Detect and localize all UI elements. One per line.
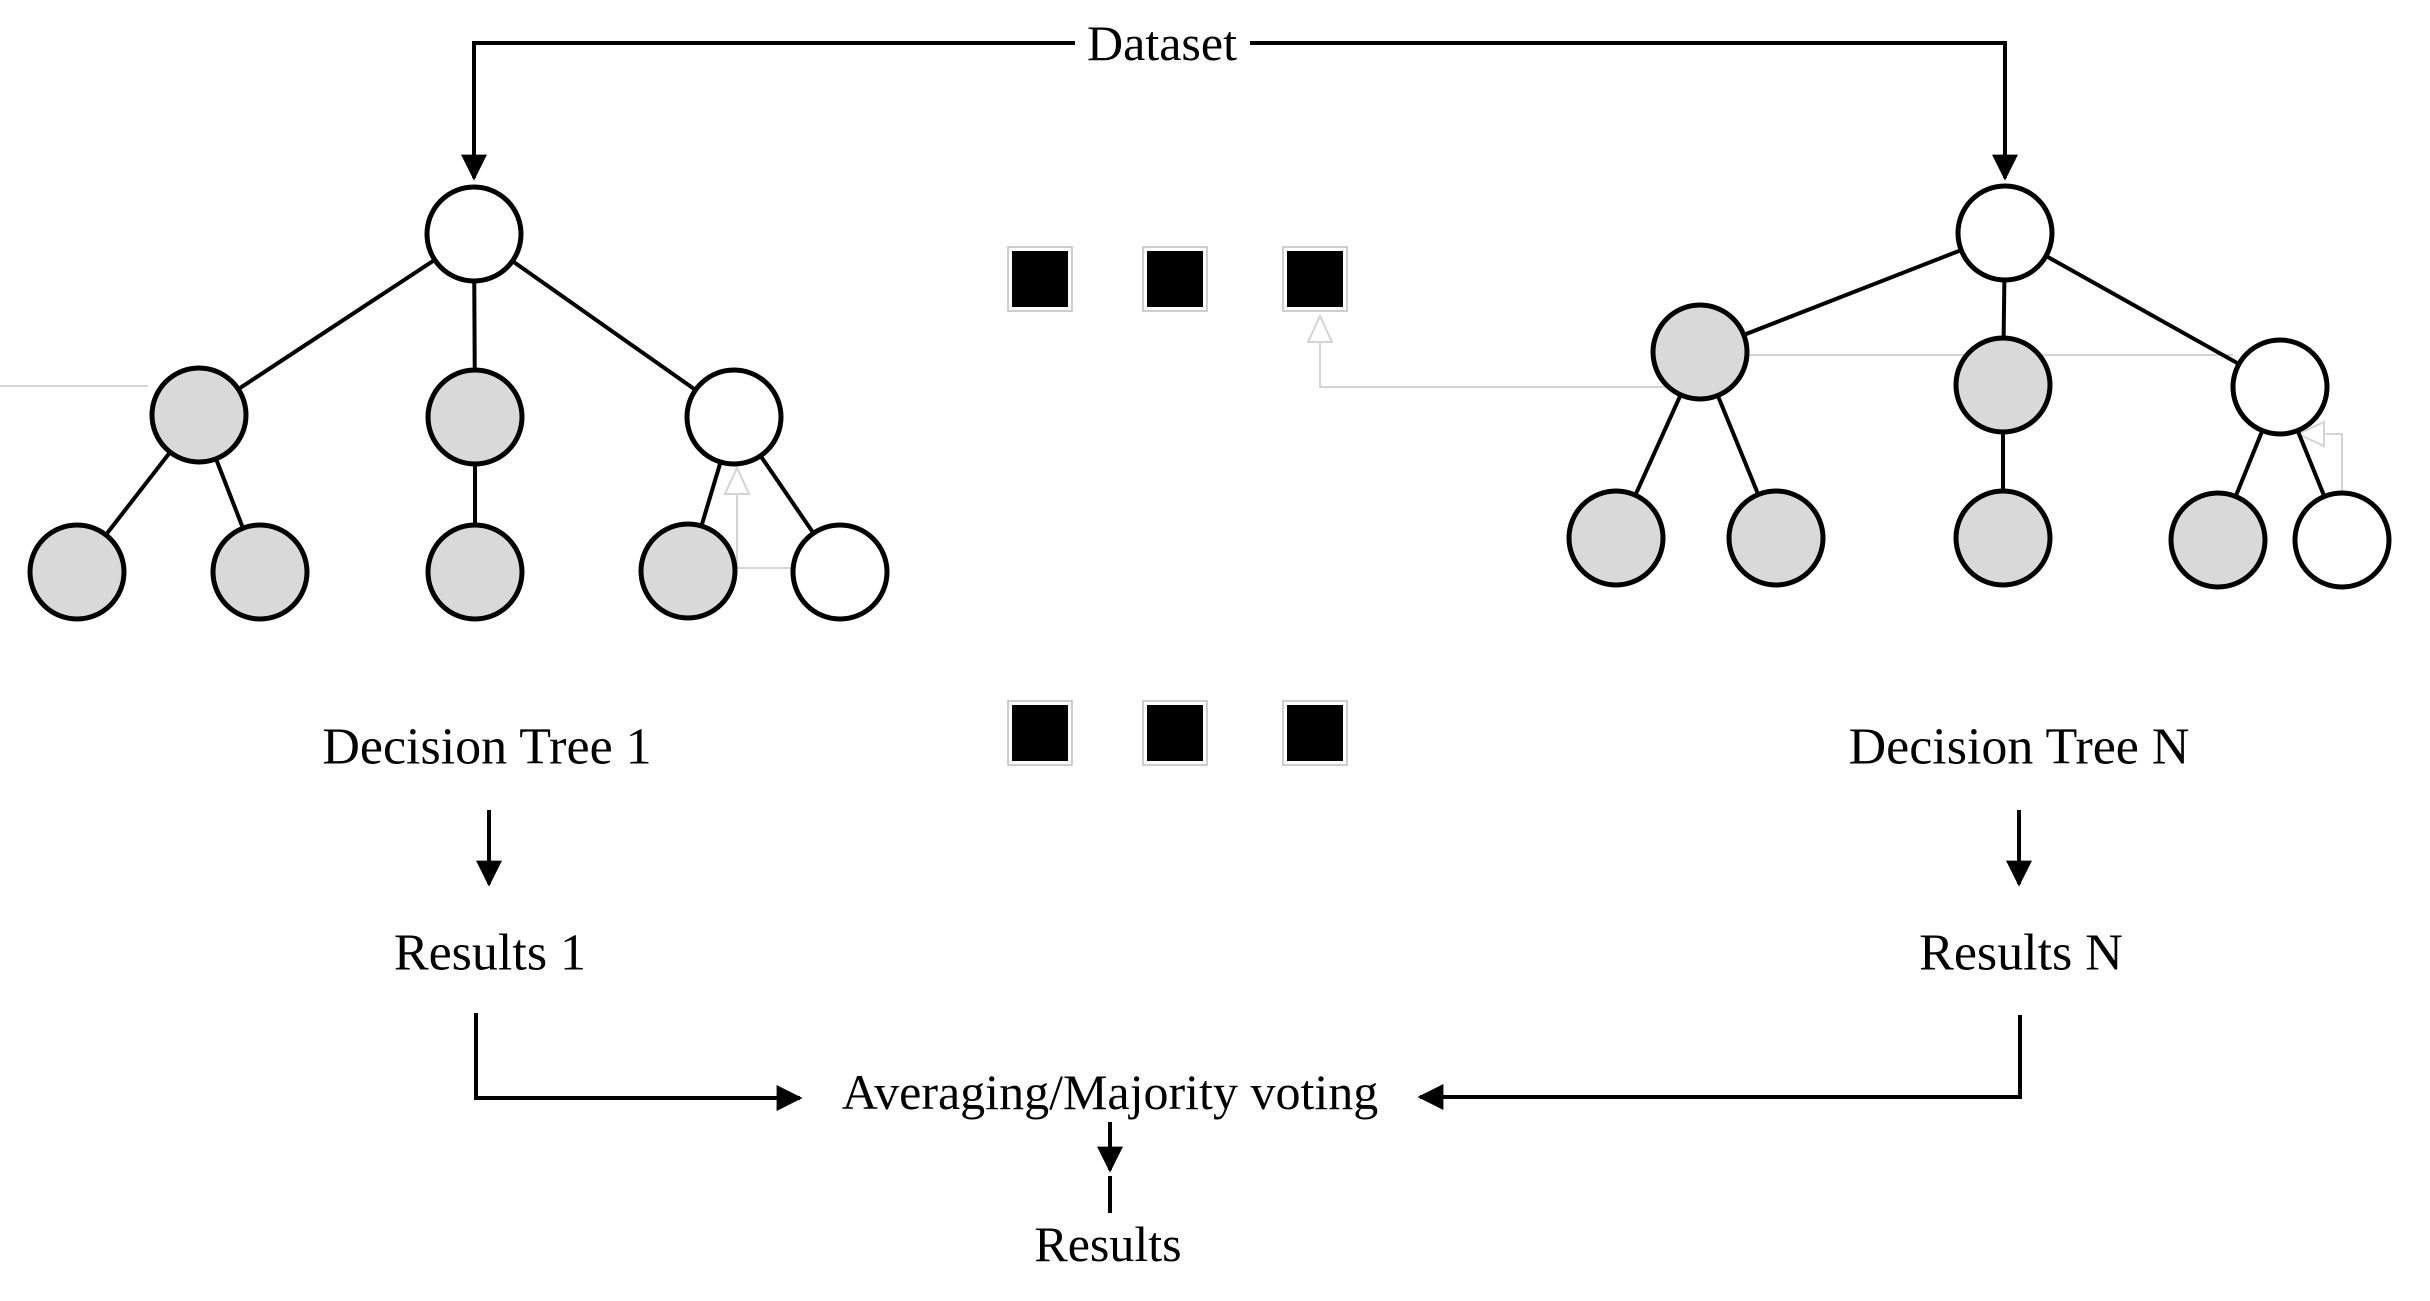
ellipsis-square-row2-3 bbox=[1287, 705, 1343, 761]
ellipsis-square-row1-3 bbox=[1287, 251, 1343, 307]
ellipsis-square-row1-1 bbox=[1012, 251, 1068, 307]
decision-tree-1-node-8 bbox=[790, 522, 890, 622]
tree1-label: Decision Tree 1 bbox=[322, 719, 651, 776]
dataset-to-tree1-arrow bbox=[461, 41, 1075, 181]
decision-tree-1-node-7 bbox=[638, 521, 738, 621]
faint-connector-left-tree-hollow-arrowhead-icon bbox=[723, 465, 751, 495]
ellipsis-square-row1-2 bbox=[1147, 251, 1203, 307]
ellipsis-square-row2-2 bbox=[1147, 705, 1203, 761]
decision-tree-1-node-2 bbox=[425, 367, 525, 467]
decision-tree-1-node-3 bbox=[684, 367, 784, 467]
resultsN-label: Results N bbox=[1919, 925, 2123, 982]
decision-tree-n-node-7 bbox=[2168, 490, 2268, 590]
faint-connector-squares-hollow-arrowhead-icon bbox=[1306, 313, 1334, 343]
decision-tree-n-node-3 bbox=[2230, 337, 2330, 437]
decision-tree-1-node-5 bbox=[210, 522, 310, 622]
decision-tree-1-node-1 bbox=[149, 365, 249, 465]
decision-tree-n-node-2 bbox=[1953, 335, 2053, 435]
resultsN-to-voting-arrow bbox=[1417, 1015, 2022, 1110]
ellipsis-square-row2-1 bbox=[1012, 705, 1068, 761]
decision-tree-1-node-0 bbox=[424, 184, 524, 284]
decision-tree-n-node-5 bbox=[1726, 488, 1826, 588]
voting-label: Averaging/Majority voting bbox=[842, 1064, 1378, 1120]
faint-connector-squares bbox=[1319, 334, 1700, 388]
decision-tree-n-node-8 bbox=[2292, 490, 2392, 590]
decision-tree-1-edge-0 bbox=[197, 232, 476, 417]
results-label: Results bbox=[1034, 1216, 1181, 1272]
decision-tree-n-node-6 bbox=[1953, 488, 2053, 588]
faint-connector-right-tree-hollow-arrowhead-icon bbox=[2295, 420, 2325, 448]
decision-tree-1-edge-2 bbox=[472, 232, 736, 419]
dataset-label: Dataset bbox=[1087, 15, 1237, 71]
decision-tree-n-edge-2 bbox=[2004, 231, 2281, 389]
decision-tree-1-node-4 bbox=[27, 522, 127, 622]
decision-tree-n-edge-0 bbox=[1699, 231, 2006, 354]
results1-to-voting-arrow bbox=[474, 1013, 803, 1111]
decision-tree-n-node-0 bbox=[1955, 183, 2055, 283]
decision-tree-n-node-4 bbox=[1566, 488, 1666, 588]
treeN-label: Decision Tree N bbox=[1849, 719, 2190, 776]
decision-tree-n-node-1 bbox=[1650, 302, 1750, 402]
results1-label: Results 1 bbox=[394, 925, 586, 982]
decision-tree-1-node-6 bbox=[425, 522, 525, 622]
dataset-to-treeN-arrow bbox=[1250, 41, 2018, 181]
